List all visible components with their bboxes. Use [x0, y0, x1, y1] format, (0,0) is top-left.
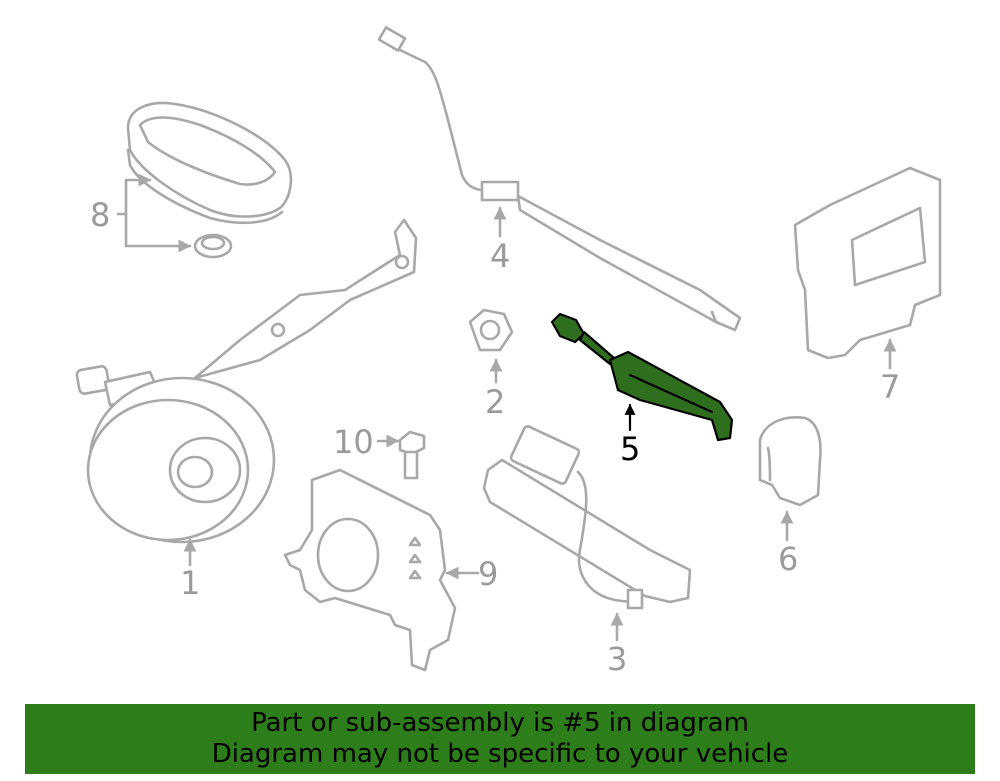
banner-line-2: Diagram may not be specific to your vehi… — [211, 739, 789, 769]
part-6-cover[interactable] — [758, 416, 822, 542]
callout-4: 4 — [490, 237, 510, 275]
part-1-horn[interactable] — [75, 218, 418, 567]
part-7-control-module[interactable] — [793, 166, 942, 370]
callout-3: 3 — [607, 640, 627, 678]
callout-1: 1 — [180, 564, 200, 602]
callout-7: 7 — [880, 368, 900, 406]
part-2-nut[interactable] — [468, 308, 514, 384]
callout-8-leader — [116, 173, 192, 253]
info-banner: Part or sub-assembly is #5 in diagram Di… — [25, 704, 975, 774]
part-10-bolt[interactable] — [376, 430, 426, 480]
callout-6: 6 — [778, 540, 798, 578]
callout-9: 9 — [478, 555, 498, 593]
part-9-sensor-unit[interactable] — [283, 468, 480, 672]
banner-line-1: Part or sub-assembly is #5 in diagram — [251, 708, 749, 738]
callout-5: 5 — [620, 430, 640, 468]
part-5-antenna-highlighted[interactable] — [550, 312, 734, 442]
callout-8: 8 — [90, 196, 110, 234]
part-8-grommet[interactable] — [193, 233, 233, 259]
part-8-key-fob[interactable] — [126, 101, 293, 225]
parts-diagram: 8 1 4 2 5 — [75, 26, 942, 678]
callout-2: 2 — [485, 383, 505, 421]
part-3-antenna-bracket[interactable] — [482, 425, 692, 642]
part-4-antenna-cable[interactable] — [377, 26, 742, 332]
callout-10: 10 — [333, 423, 374, 461]
